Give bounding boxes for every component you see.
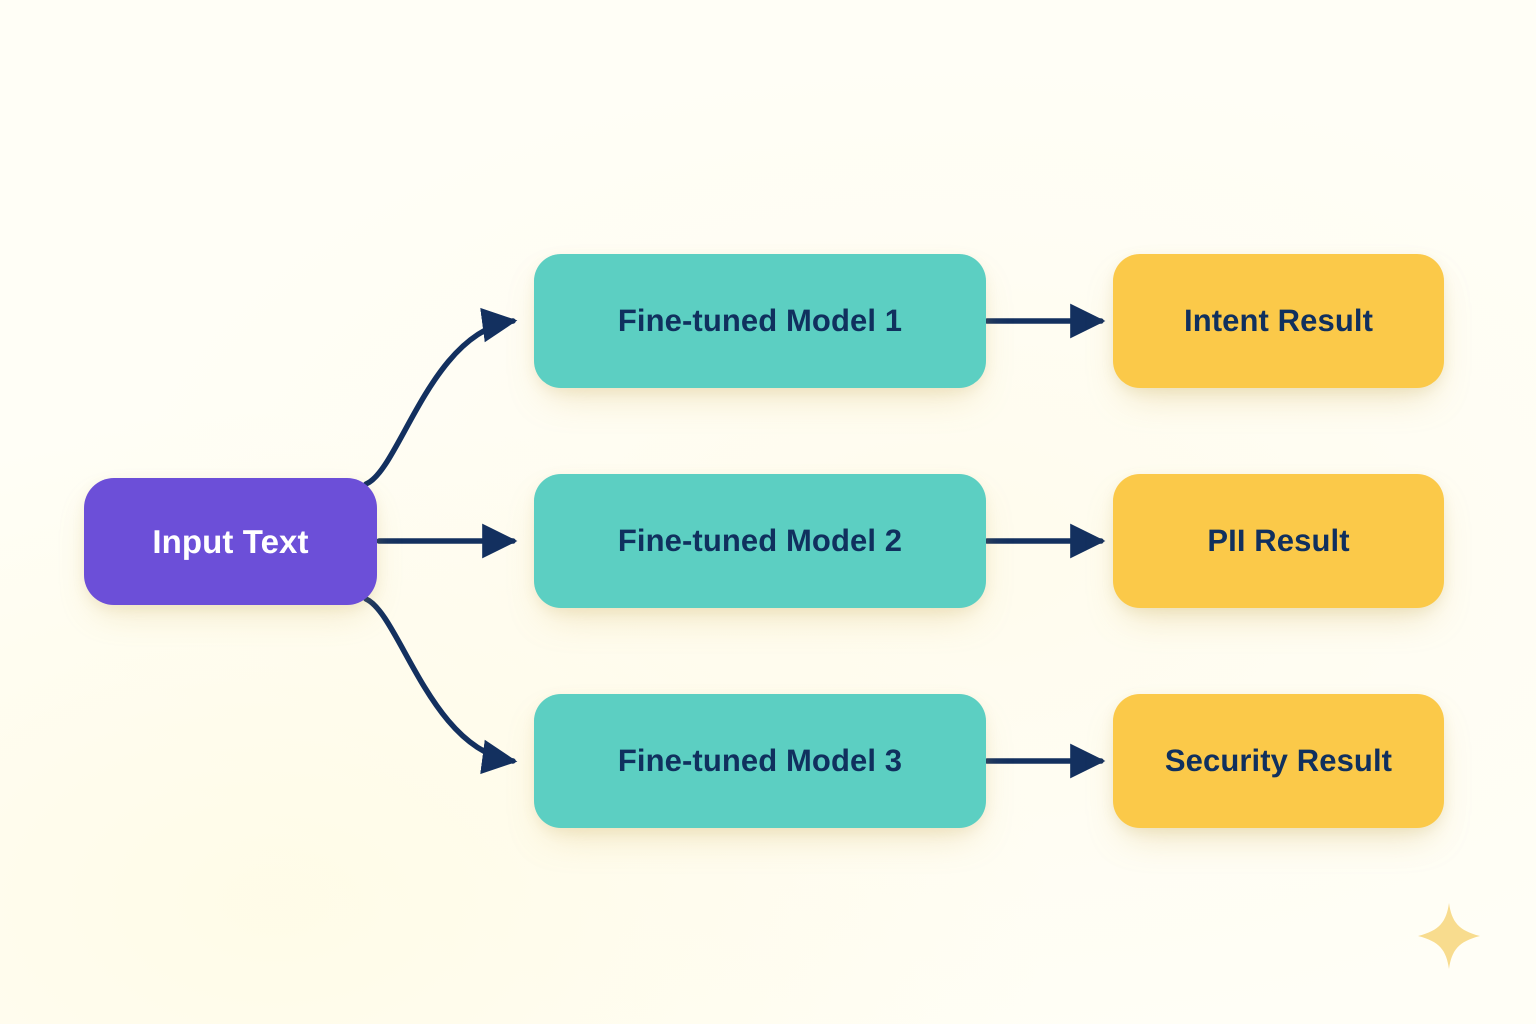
node-security-result-label: Security Result — [1164, 743, 1393, 778]
node-input-text[interactable]: Input Text — [84, 478, 377, 605]
node-input-text-label: Input Text — [152, 522, 309, 560]
node-intent-result[interactable]: Intent Result — [1113, 254, 1444, 388]
node-fine-tuned-model-1[interactable]: Fine-tuned Model 1 — [534, 254, 986, 388]
node-pii-result[interactable]: PII Result — [1113, 474, 1444, 608]
node-intent-result-label: Intent Result — [1183, 303, 1374, 338]
node-fine-tuned-model-3-label: Fine-tuned Model 3 — [617, 743, 903, 778]
node-fine-tuned-model-2[interactable]: Fine-tuned Model 2 — [534, 474, 986, 608]
sparkle-icon — [1418, 903, 1480, 969]
node-fine-tuned-model-1-label: Fine-tuned Model 1 — [617, 303, 903, 338]
node-security-result[interactable]: Security Result — [1113, 694, 1444, 828]
node-fine-tuned-model-3[interactable]: Fine-tuned Model 3 — [534, 694, 986, 828]
node-pii-result-label: PII Result — [1207, 523, 1350, 558]
node-fine-tuned-model-2-label: Fine-tuned Model 2 — [617, 523, 903, 558]
edge-input-to-model-3 — [363, 596, 518, 775]
edge-input-to-model-1 — [363, 307, 518, 487]
